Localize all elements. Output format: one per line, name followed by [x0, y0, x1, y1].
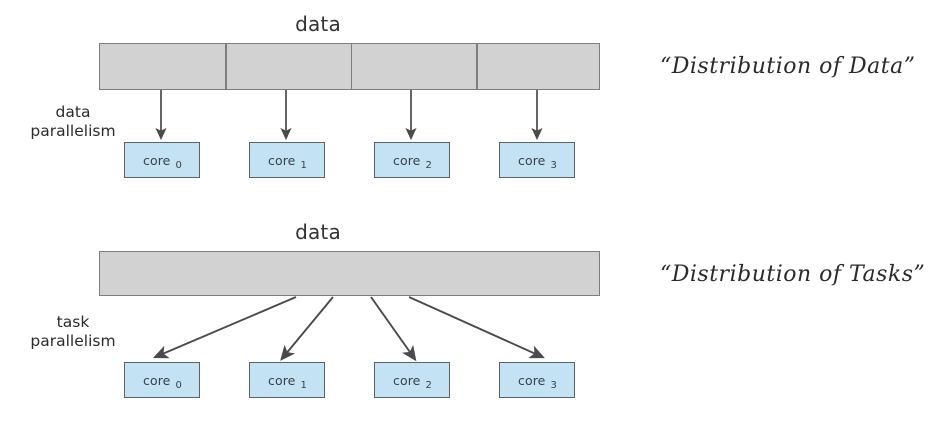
core-box-0: core 0	[124, 142, 200, 178]
arrow-to-core-2	[370, 296, 417, 362]
core-box-7: core 3	[499, 362, 575, 398]
arrow-to-core-1	[280, 296, 334, 361]
caption-distribution-of-tasks: “Distribution of Tasks”	[660, 262, 926, 287]
task-parallelism-label-line1: task	[56, 313, 90, 331]
arrow-to-core-3	[408, 296, 545, 359]
data-bar-segmented	[99, 43, 600, 90]
core-box-4-label: core 0	[142, 372, 183, 391]
core-box-7-label: core 3	[517, 372, 558, 391]
core-box-6-label: core 2	[392, 372, 433, 391]
task-parallelism-label-line2: parallelism	[30, 332, 116, 350]
core-box-1-label: core 1	[267, 152, 308, 171]
arrow-to-core-0	[153, 296, 297, 359]
core-box-6-index: 2	[425, 379, 433, 391]
core-box-2: core 2	[374, 142, 450, 178]
core-box-5-index: 1	[300, 379, 308, 391]
core-box-3: core 3	[499, 142, 575, 178]
core-box-0-label: core 0	[142, 152, 183, 171]
data-parallelism-label-line1: data	[55, 103, 91, 121]
bar-divider-2	[350, 44, 353, 89]
core-box-5-label: core 1	[267, 372, 308, 391]
core-box-5: core 1	[249, 362, 325, 398]
data-bar-whole	[99, 251, 600, 296]
core-box-2-index: 2	[425, 159, 433, 171]
bar-divider-1	[225, 44, 227, 89]
core-box-4: core 0	[124, 362, 200, 398]
core-box-1-index: 1	[300, 159, 308, 171]
data-title-bottom: data	[295, 220, 341, 244]
core-box-2-label: core 2	[392, 152, 433, 171]
task-parallelism-label: task parallelism	[8, 313, 138, 351]
bar-divider-3	[476, 44, 478, 89]
data-title-top: data	[295, 12, 341, 36]
core-box-3-index: 3	[550, 159, 558, 171]
core-box-6: core 2	[374, 362, 450, 398]
core-box-4-index: 0	[175, 379, 183, 391]
core-box-3-label: core 3	[517, 152, 558, 171]
core-box-7-index: 3	[550, 379, 558, 391]
caption-distribution-of-data: “Distribution of Data”	[660, 54, 916, 79]
data-parallelism-label-line2: parallelism	[30, 122, 116, 140]
core-box-1: core 1	[249, 142, 325, 178]
task-parallelism-arrows	[153, 296, 545, 362]
data-parallelism-label: data parallelism	[8, 103, 138, 141]
core-box-0-index: 0	[175, 159, 183, 171]
